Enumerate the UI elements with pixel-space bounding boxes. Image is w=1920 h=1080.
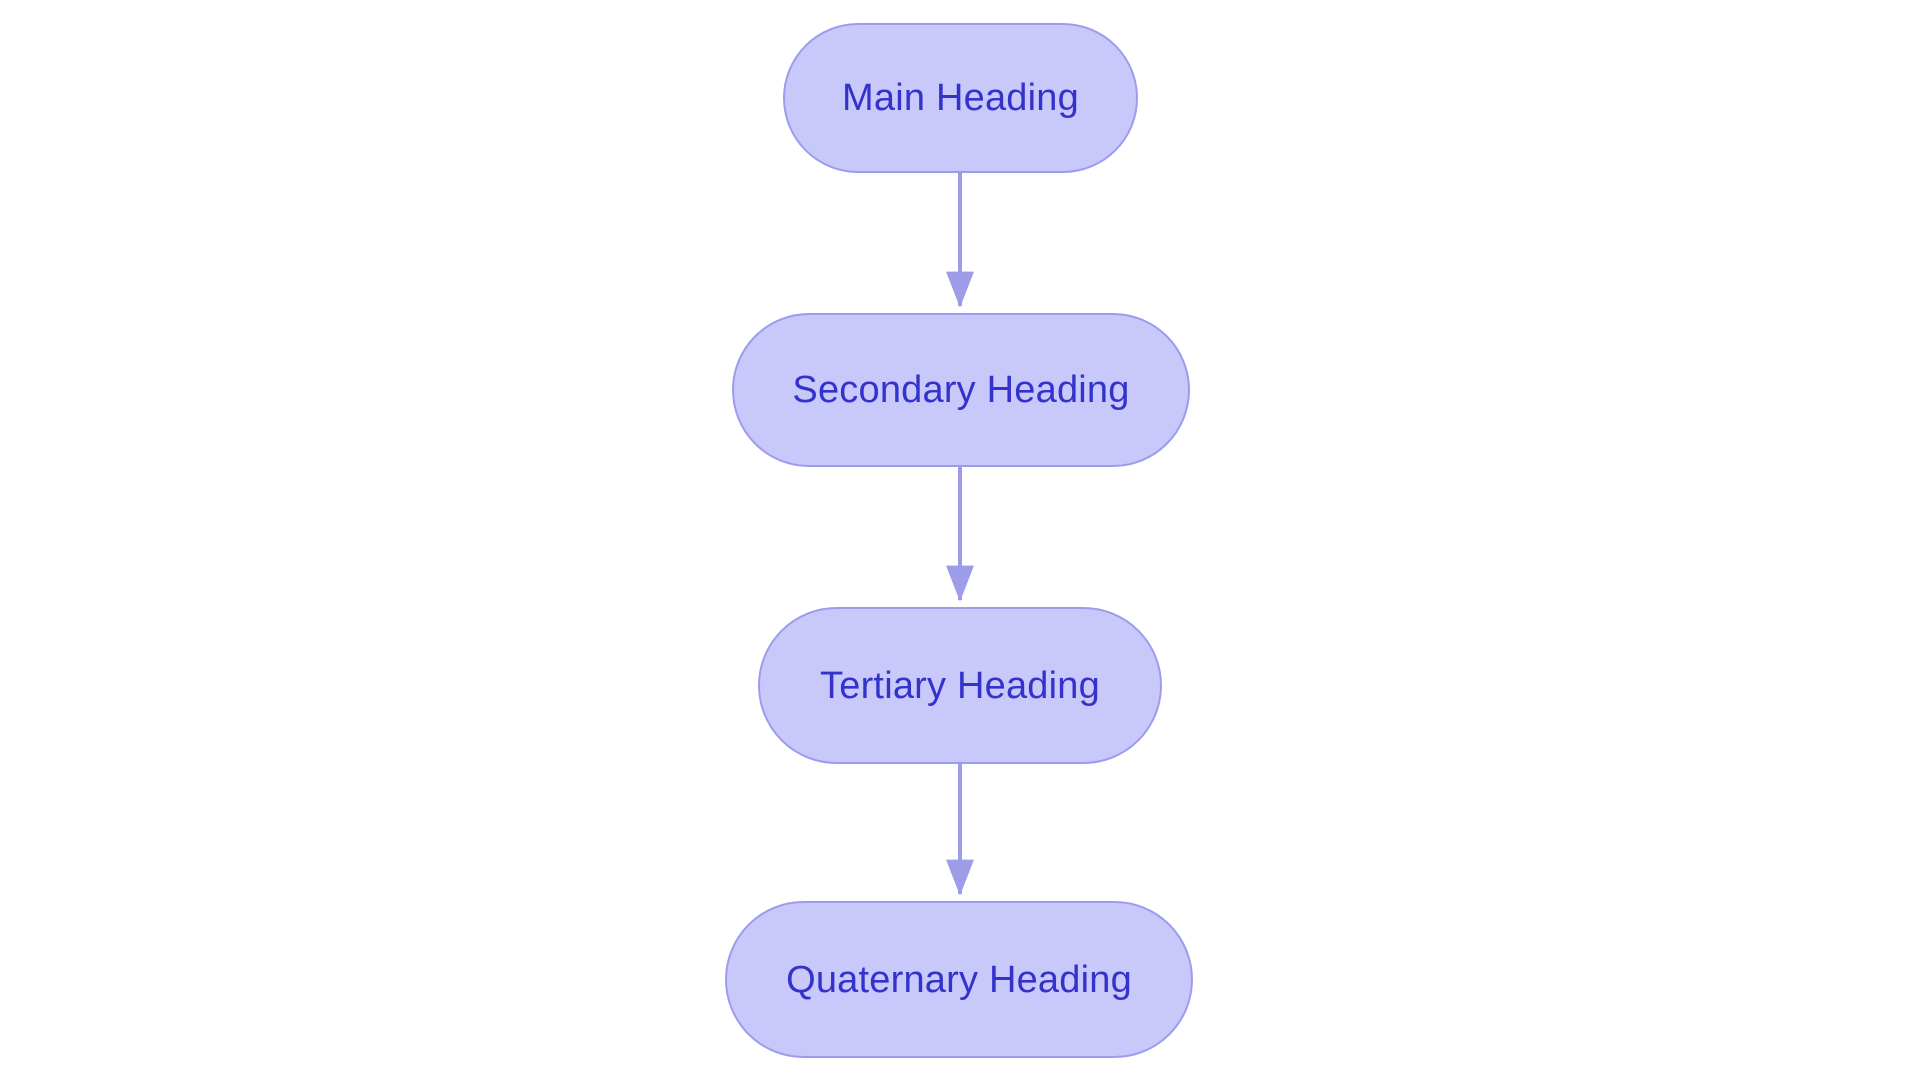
flowchart-node-quaternary[interactable]: Quaternary Heading [725,901,1193,1058]
flowchart-node-label: Tertiary Heading [820,664,1100,707]
flowchart-node-secondary[interactable]: Secondary Heading [732,313,1190,467]
flowchart-node-label: Main Heading [842,77,1079,119]
flowchart-node-tertiary[interactable]: Tertiary Heading [758,607,1162,764]
flowchart-node-main[interactable]: Main Heading [783,23,1138,173]
flowchart-node-label: Quaternary Heading [786,958,1132,1001]
flowchart-node-label: Secondary Heading [792,369,1130,411]
